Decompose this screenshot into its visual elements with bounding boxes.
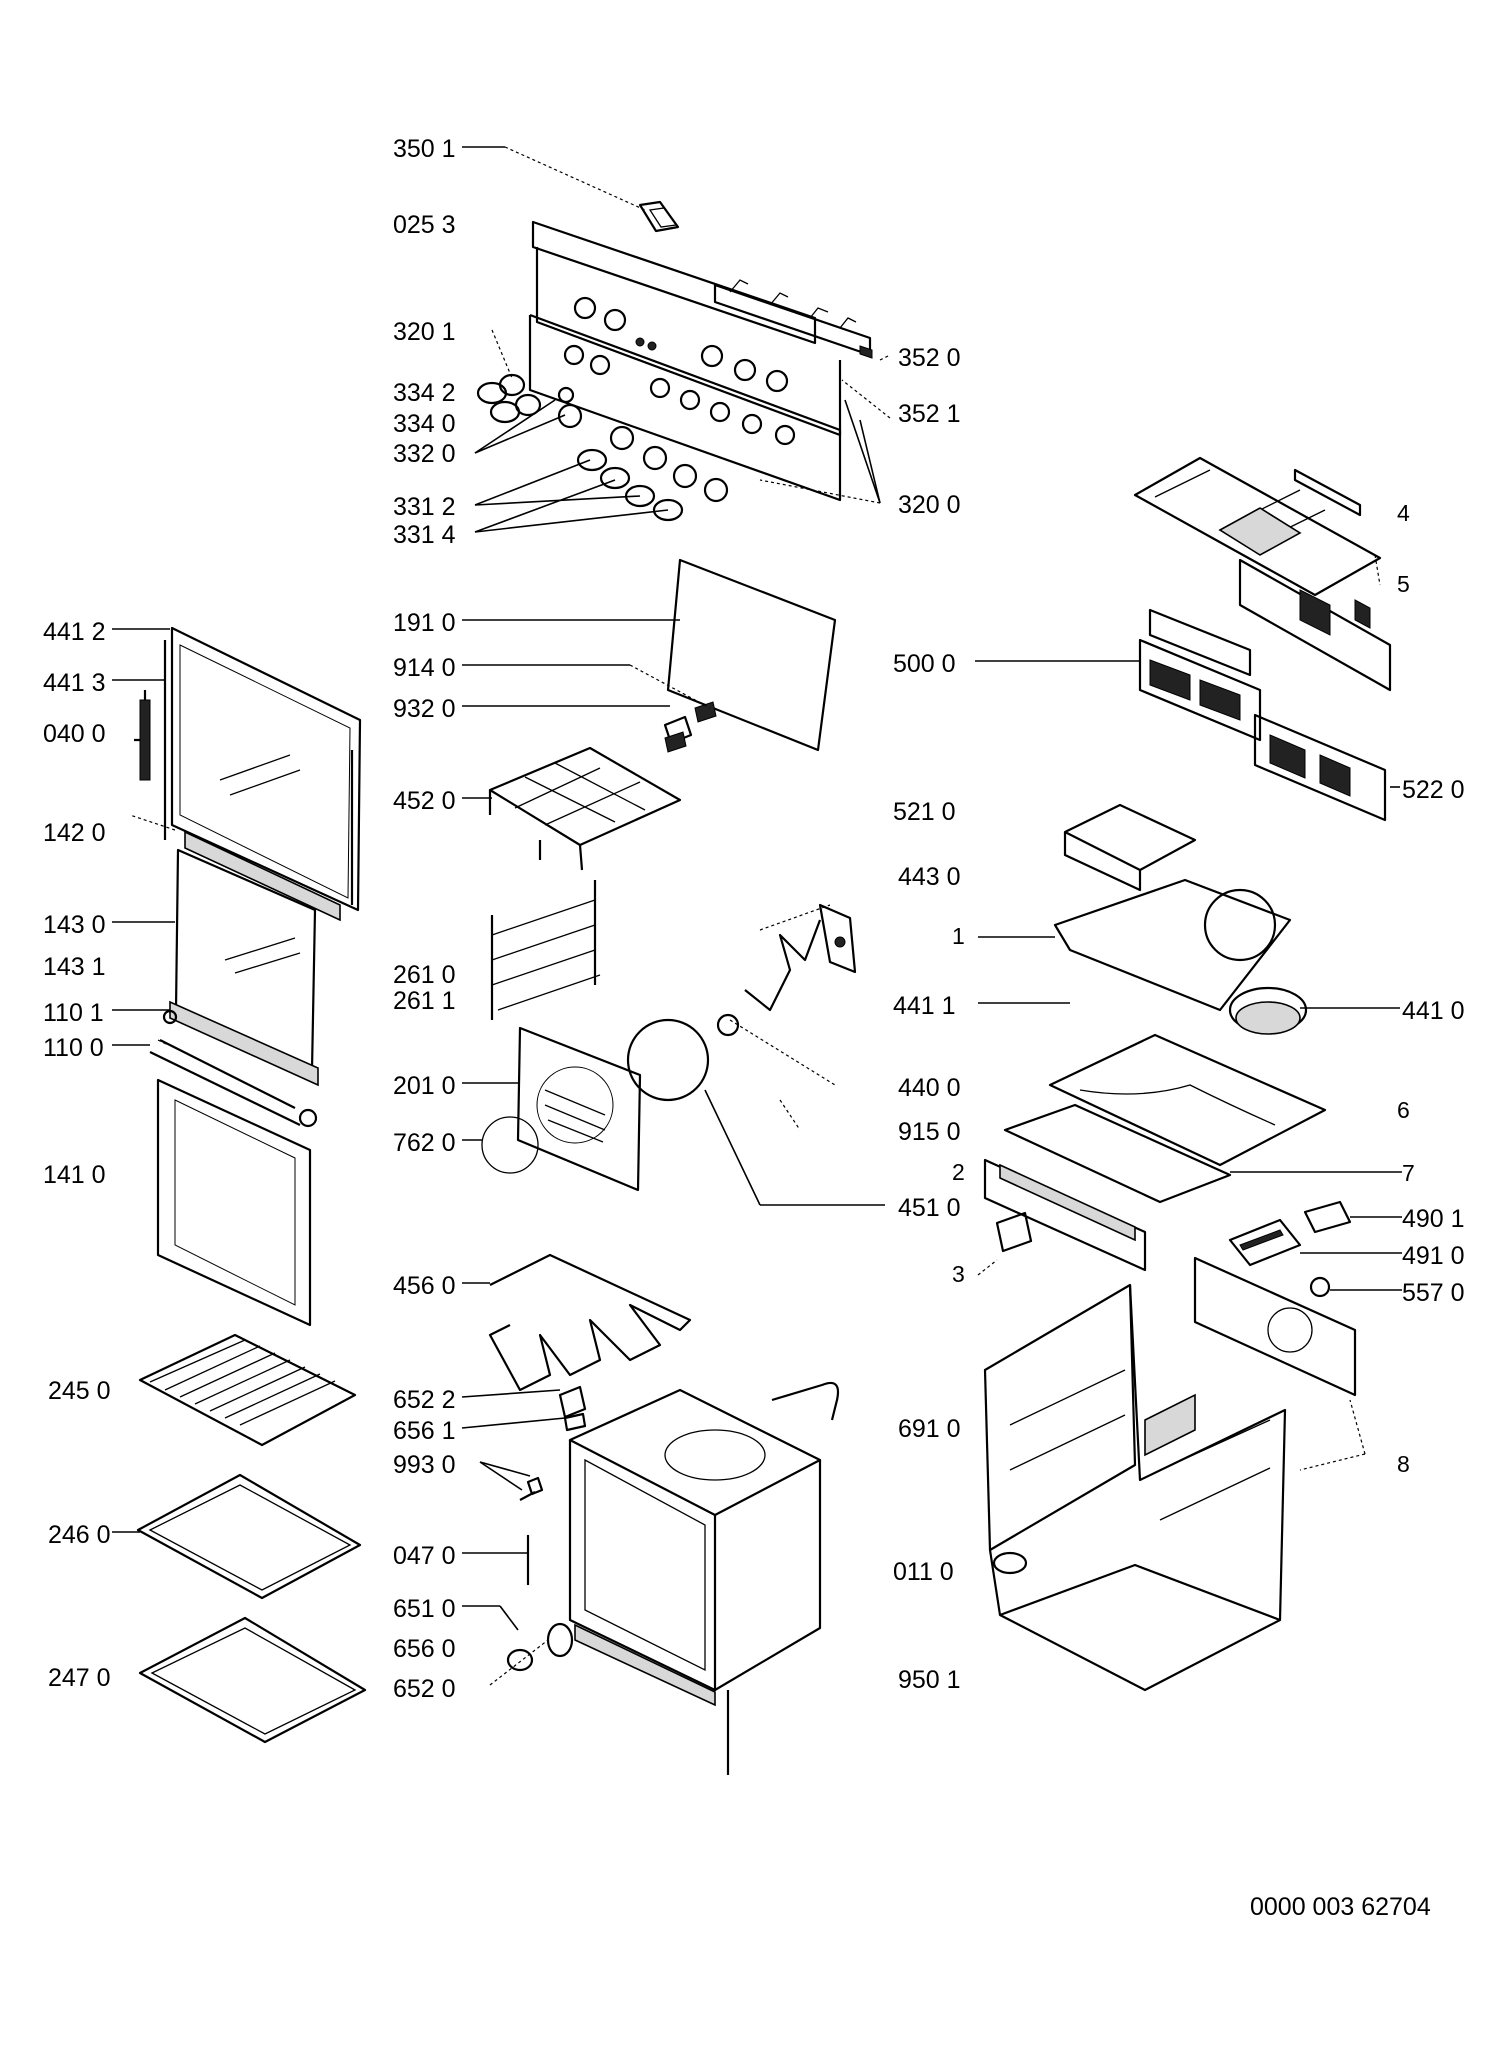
label-334-0: 334 0	[393, 410, 456, 438]
door-assembly-drawing	[134, 626, 362, 1330]
right-parts-drawing	[983, 456, 1392, 1692]
label-490-1: 490 1	[1402, 1205, 1465, 1233]
label-691-0: 691 0	[898, 1415, 961, 1443]
label-141-0: 141 0	[43, 1161, 106, 1189]
label-522-0: 522 0	[1402, 776, 1465, 804]
label-441-1: 441 1	[893, 992, 956, 1020]
label-915-0: 915 0	[898, 1118, 961, 1146]
label-011-0: 011 0	[893, 1558, 954, 1586]
label-6: 6	[1397, 1097, 1410, 1123]
label-500-0: 500 0	[893, 650, 956, 678]
leader-lines	[112, 146, 1402, 1686]
label-352-0: 352 0	[898, 344, 961, 372]
label-191-0: 191 0	[393, 609, 456, 637]
label-521-0: 521 0	[893, 798, 956, 826]
label-143-0: 143 0	[43, 911, 106, 939]
label-651-0: 651 0	[393, 1595, 456, 1623]
label-441-2: 441 2	[43, 618, 106, 646]
label-932-0: 932 0	[393, 695, 456, 723]
label-452-0: 452 0	[393, 787, 456, 815]
center-parts-drawing	[481, 558, 857, 1775]
label-143-1: 143 1	[43, 953, 106, 981]
label-331-2: 331 2	[393, 493, 456, 521]
label-047-0: 047 0	[393, 1542, 456, 1570]
label-320-0: 320 0	[898, 491, 961, 519]
label-441-3: 441 3	[43, 669, 106, 697]
label-993-0: 993 0	[393, 1451, 456, 1479]
label-110-0: 110 0	[43, 1034, 104, 1062]
label-110-1: 110 1	[43, 999, 104, 1027]
label-1: 1	[952, 923, 965, 949]
trays-drawing	[136, 1333, 367, 1744]
label-245-0: 245 0	[48, 1377, 111, 1405]
label-950-1: 950 1	[898, 1666, 961, 1694]
label-040-0: 040 0	[43, 720, 106, 748]
label-320-1: 320 1	[393, 318, 456, 346]
label-440-0: 440 0	[898, 1074, 961, 1102]
part-labels: 350 1 025 3 320 1 334 2 334 0 332 0 331 …	[43, 135, 1465, 1921]
label-4: 4	[1397, 500, 1410, 526]
label-2: 2	[952, 1159, 965, 1185]
label-3: 3	[952, 1261, 965, 1287]
label-8: 8	[1397, 1451, 1410, 1477]
label-350-1: 350 1	[393, 135, 456, 163]
label-332-0: 332 0	[393, 440, 456, 468]
label-451-0: 451 0	[898, 1194, 961, 1222]
label-261-1: 261 1	[393, 987, 456, 1015]
control-panel-drawing	[476, 200, 873, 522]
label-5: 5	[1397, 571, 1410, 597]
label-247-0: 247 0	[48, 1664, 111, 1692]
label-334-2: 334 2	[393, 379, 456, 407]
label-491-0: 491 0	[1402, 1242, 1465, 1270]
label-246-0: 246 0	[48, 1521, 111, 1549]
label-025-3: 025 3	[393, 211, 456, 239]
label-142-0: 142 0	[43, 819, 106, 847]
label-352-1: 352 1	[898, 400, 961, 428]
label-656-1: 656 1	[393, 1417, 456, 1445]
label-557-0: 557 0	[1402, 1279, 1465, 1307]
label-656-0: 656 0	[393, 1635, 456, 1663]
label-443-0: 443 0	[898, 863, 961, 891]
label-201-0: 201 0	[393, 1072, 456, 1100]
label-261-0: 261 0	[393, 961, 456, 989]
label-7: 7	[1402, 1160, 1415, 1186]
label-652-2: 652 2	[393, 1386, 456, 1414]
label-456-0: 456 0	[393, 1272, 456, 1300]
label-762-0: 762 0	[393, 1129, 456, 1157]
label-331-4: 331 4	[393, 521, 456, 549]
label-441-0: 441 0	[1402, 997, 1465, 1025]
label-652-0: 652 0	[393, 1675, 456, 1703]
doc-reference-number: 0000 003 62704	[1250, 1893, 1431, 1921]
label-914-0: 914 0	[393, 654, 456, 682]
